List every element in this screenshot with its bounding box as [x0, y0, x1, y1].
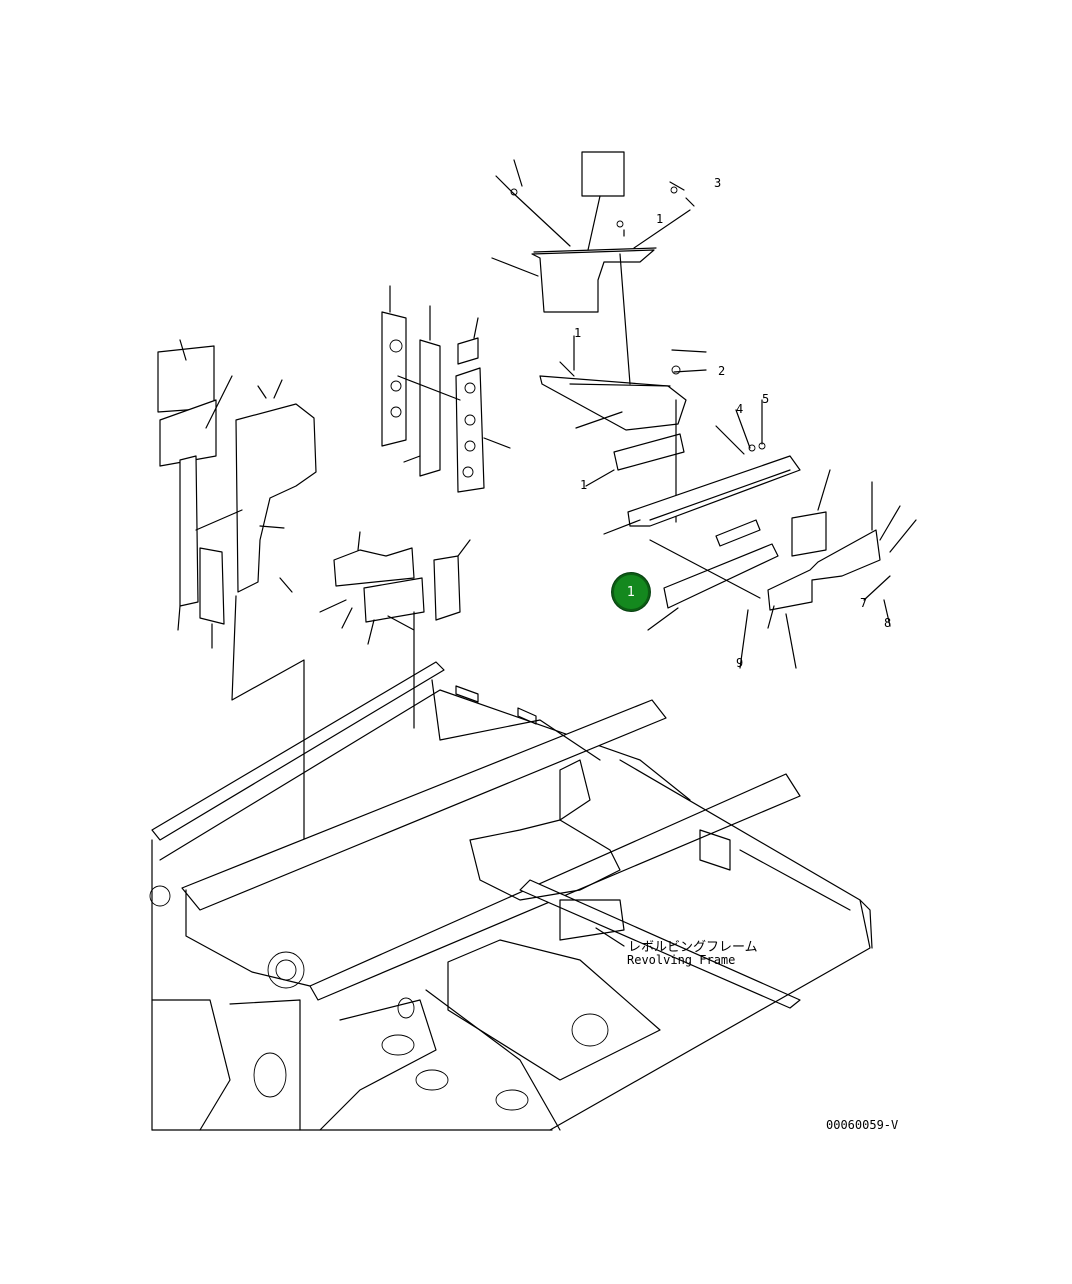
- top-cover-assembly: [491, 151, 695, 313]
- part-ref: 8: [884, 616, 892, 630]
- center-saddle-assembly: [319, 531, 471, 729]
- revolving-frame: [149, 661, 873, 1131]
- drawing-number: 00060059-V: [826, 1118, 899, 1132]
- part-ref: 3: [714, 176, 722, 190]
- left-stack-assembly: [157, 339, 317, 841]
- center-bracket-assembly: [539, 253, 707, 523]
- part-ref: 9: [736, 656, 744, 670]
- callout-number: 1: [626, 584, 636, 600]
- part-ref: 1: [656, 212, 664, 226]
- part-ref: 2: [718, 364, 726, 378]
- part-ref: 4: [736, 402, 744, 416]
- right-rail-assembly: [603, 399, 917, 669]
- frame-label-leader: [595, 927, 625, 947]
- frame-label-english: Revolving Frame: [627, 953, 736, 967]
- part-ref: 1: [580, 478, 588, 492]
- callout-marker-1[interactable]: 1: [612, 573, 650, 611]
- middle-plates-assembly: [381, 285, 511, 493]
- part-ref: 7: [860, 596, 868, 610]
- frame-label-japanese: レボルビングフレーム: [628, 940, 758, 955]
- part-ref: 1: [574, 326, 582, 340]
- part-ref: 5: [762, 392, 770, 406]
